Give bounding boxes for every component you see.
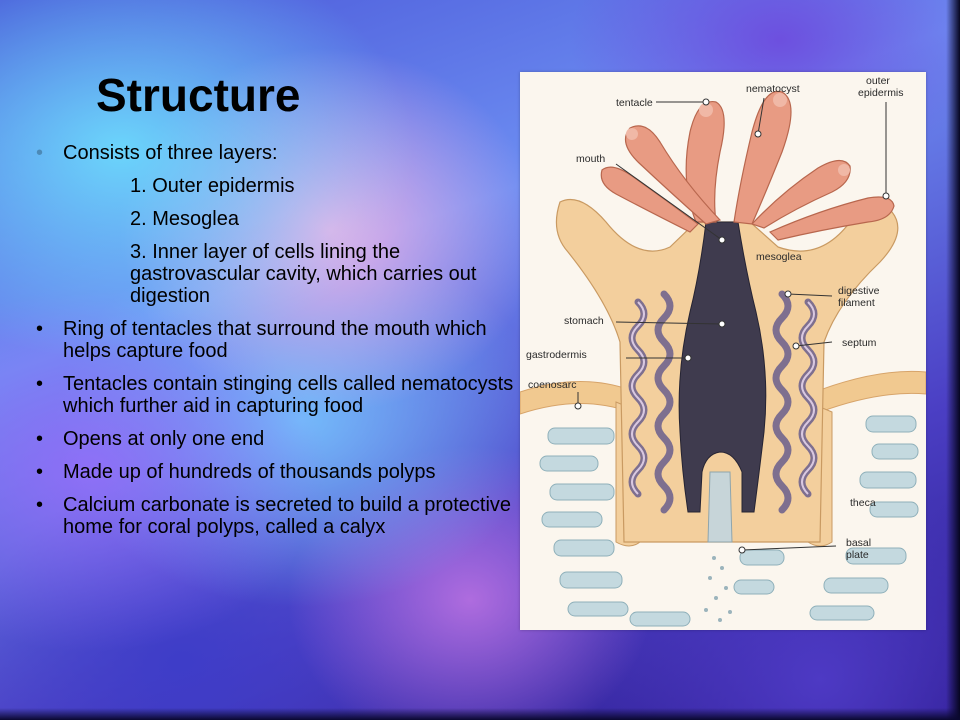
list-item-text: 1. Outer epidermis [130, 175, 295, 197]
tentacle-tips [626, 93, 850, 176]
list-item: • Calcium carbonate is secreted to build … [36, 494, 520, 538]
coral-polyp-illustration: tentacle nematocyst outer epidermis mout… [520, 75, 926, 627]
label-digestive-filament-1: digestive [838, 285, 880, 297]
gastrovascular-cavity [678, 221, 767, 513]
list-item: • Consists of three layers: [36, 142, 520, 164]
bullet-dot-icon: • [36, 142, 44, 164]
label-tentacle: tentacle [616, 97, 653, 109]
label-coenosarc: coenosarc [528, 379, 576, 391]
list-item-text: Consists of three layers: [63, 142, 278, 164]
bullet-list: • Consists of three layers: 1. Outer epid… [36, 142, 520, 549]
skeleton-plates-right [629, 415, 919, 627]
label-mouth: mouth [576, 153, 605, 165]
stomach-channel [707, 471, 733, 543]
slide-edge-shadow-bottom [0, 708, 960, 720]
skeleton-granules [704, 556, 732, 622]
bullet-dot-icon: • [36, 318, 44, 340]
list-item: 1. Outer epidermis [36, 175, 520, 197]
label-nematocyst: nematocyst [746, 83, 800, 95]
label-stomach: stomach [564, 315, 604, 327]
slide-title: Structure [96, 69, 301, 121]
label-mesoglea: mesoglea [756, 251, 802, 263]
leader-lines [577, 97, 887, 551]
label-theca: theca [850, 497, 876, 509]
list-item: 3. Inner layer of cells lining the gastr… [36, 241, 520, 307]
tentacles [600, 90, 895, 241]
label-outer-epidermis-2: epidermis [858, 87, 904, 99]
leader-dots [574, 98, 890, 554]
bullet-dot-icon: • [36, 373, 44, 395]
septa-highlight [631, 301, 815, 495]
bullet-dot-icon: • [36, 461, 44, 483]
list-item: • Made up of hundreds of thousands polyps [36, 461, 520, 483]
list-item-text: Opens at only one end [63, 428, 265, 450]
list-item-text: 2. Mesoglea [130, 208, 239, 230]
coral-polyp-diagram: tentacle nematocyst outer epidermis mout… [520, 72, 926, 630]
list-item: • Tentacles contain stinging cells called… [36, 373, 520, 417]
slide-edge-shadow-right [946, 0, 960, 720]
bullet-dot-icon: • [36, 428, 44, 450]
list-item-text: Calcium carbonate is secreted to build a… [63, 494, 512, 538]
list-item: • Ring of tentacles that surround the mou… [36, 318, 520, 362]
label-basal-plate-2: plate [846, 549, 869, 561]
label-septum: septum [842, 337, 877, 349]
list-item-text: Ring of tentacles that surround the mout… [63, 318, 487, 362]
list-item-text: Made up of hundreds of thousands polyps [63, 461, 436, 483]
list-item: • Opens at only one end [36, 428, 520, 450]
list-item-text: Tentacles contain stinging cells called … [63, 373, 514, 417]
label-outer-epidermis-1: outer [866, 75, 890, 87]
skeleton-plates-left [539, 427, 629, 617]
label-gastrodermis: gastrodermis [526, 349, 587, 361]
list-item-text: 3. Inner layer of cells lining the gastr… [130, 241, 477, 307]
bullet-dot-icon: • [36, 494, 44, 516]
label-digestive-filament-2: filament [838, 297, 875, 309]
list-item: 2. Mesoglea [36, 208, 520, 230]
label-basal-plate-1: basal [846, 537, 871, 549]
